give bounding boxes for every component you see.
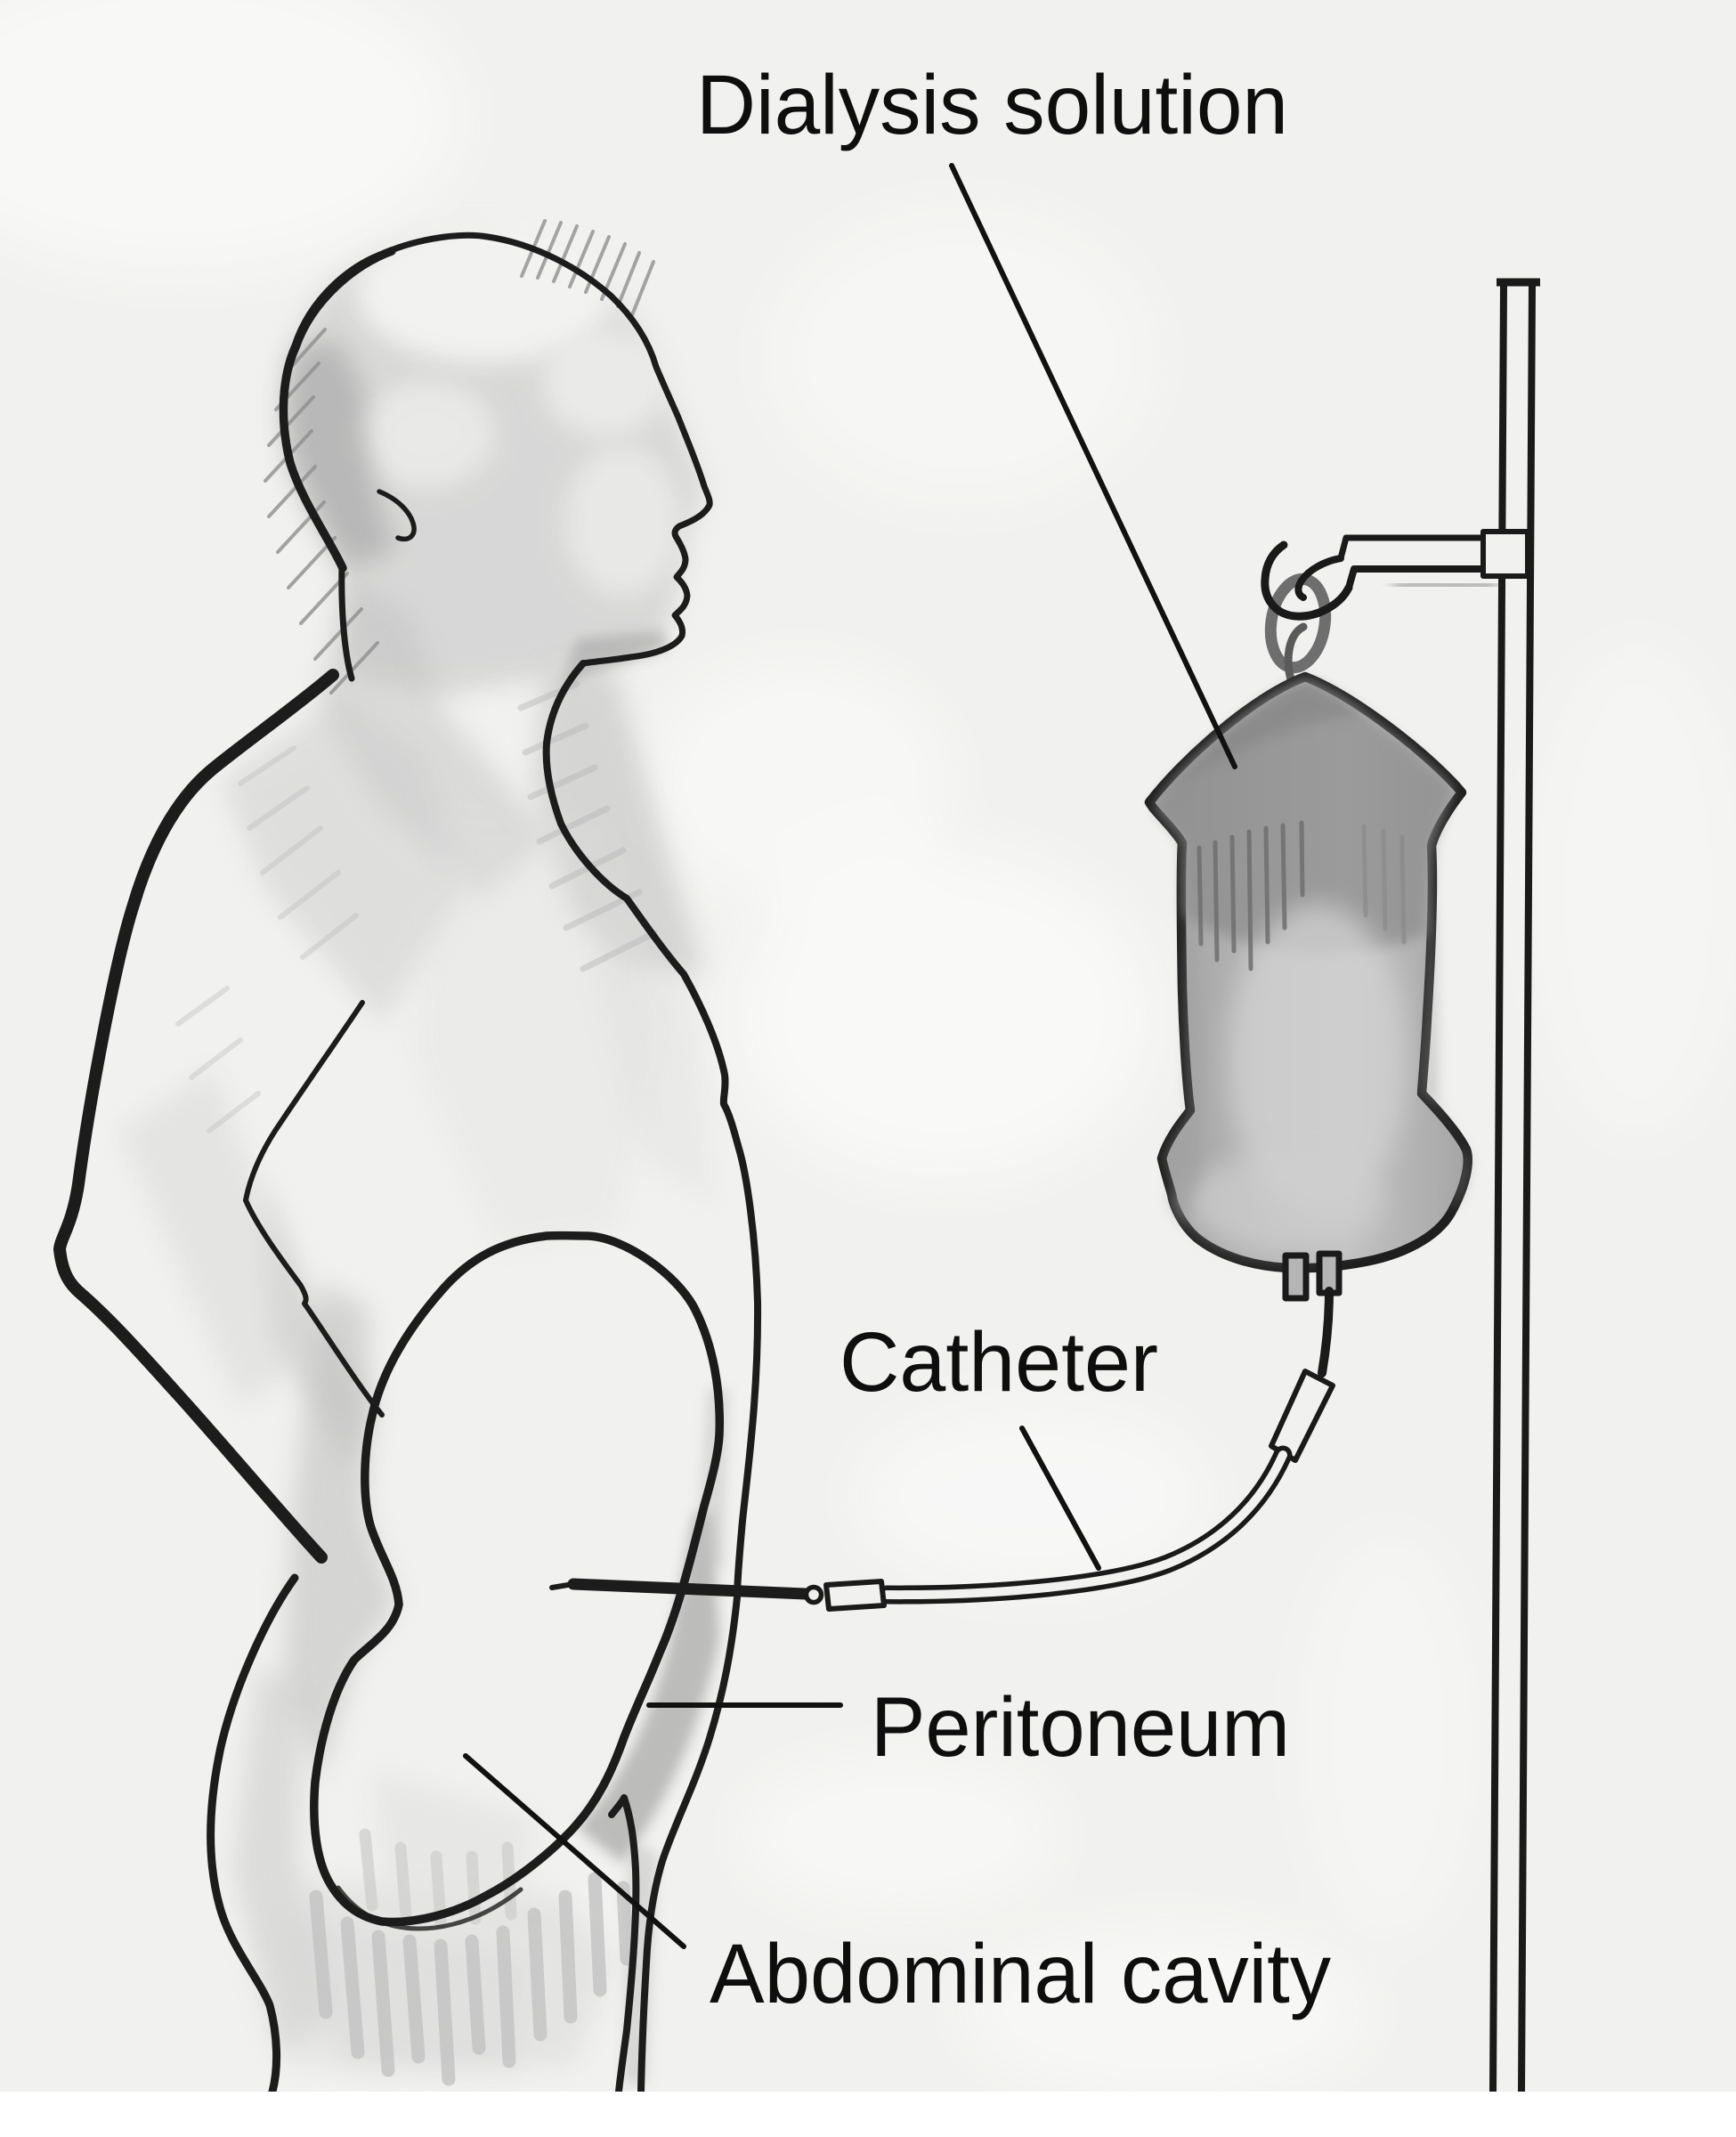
svg-text:Dialysis solution: Dialysis solution xyxy=(696,58,1288,152)
svg-text:Peritoneum: Peritoneum xyxy=(871,1680,1290,1775)
svg-text:Abdominal cavity: Abdominal cavity xyxy=(710,1927,1331,2021)
svg-text:Catheter: Catheter xyxy=(840,1315,1158,1410)
